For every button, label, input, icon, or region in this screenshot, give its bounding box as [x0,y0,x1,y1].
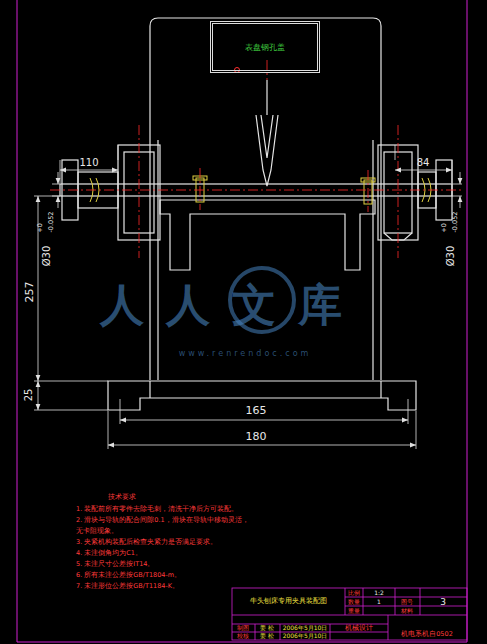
note-line: 7. 未注形位公差按GB/T1184-K。 [76,583,179,590]
title-cell: 2006年5月10日 [283,633,328,639]
title-cell: 制图 [237,625,249,631]
tolerance-text: -0.052 [48,212,55,233]
note-line: 4. 未注倒角均为C1。 [76,550,142,557]
plate-text: 表盘钢孔盖 [245,42,285,53]
title-cell: 1:2 [374,590,384,596]
dimension-text: 165 [246,405,267,416]
dimension-text: 110 [79,158,98,168]
title-cell: 姜 松 [260,633,274,639]
title-cell: 数量 [348,599,360,605]
dimension-line [34,145,462,449]
notes-heading: 技术要求 [108,494,136,501]
sheet-frame [17,0,467,642]
title-cell: 2006年5月10日 [283,625,328,631]
watermark: 人人文库 [100,283,364,327]
dimension-text: 180 [246,431,267,442]
tolerance-text: +0 [441,223,448,233]
title-cell: 3 [440,597,446,606]
dimension-text: 257 [24,282,35,303]
drawing-title: 牛头刨床专用夹具装配图 [250,598,327,605]
title-block [232,588,467,640]
fixture-body [60,18,452,410]
note-line: 2. 滑块与导轨的配合间隙0.1，滑块在导轨中移动灵活， [76,517,249,524]
title-cell: 比例 [348,590,360,596]
title-cell: 材料 [401,608,413,614]
title-cell: 校核 [237,633,249,639]
title-cell: 图号 [401,599,413,605]
note-line: 无卡阻现象。 [76,528,118,535]
tolerance-text: +0 [37,223,44,233]
title-cell: 机电系机自0502 [401,631,453,638]
note-line: 1. 装配前所有零件去除毛刺，清洗干净后方可装配。 [76,506,238,513]
dimension-text: 25 [24,389,34,402]
dimension-text: Ø30 [446,246,456,267]
centre-line [50,60,462,258]
tolerance-text: -0.052 [452,212,459,233]
title-cell: 机械设计 [345,625,373,632]
note-line: 5. 未注尺寸公差按IT14。 [76,561,154,568]
watermark-url: www.renrendoc.com [179,350,312,358]
sign-plate: 表盘钢孔盖 [210,21,320,73]
dimension-text: 84 [417,158,430,168]
note-line: 6. 所有未注公差按GB/T1804-m。 [76,572,181,579]
title-cell: 重量 [348,608,360,614]
dimension-text: Ø30 [42,246,52,267]
note-line: 3. 夹紧机构装配后检查夹紧力是否满足要求。 [76,539,217,546]
title-cell: 姜 松 [260,625,274,631]
title-cell: 1 [377,599,381,605]
